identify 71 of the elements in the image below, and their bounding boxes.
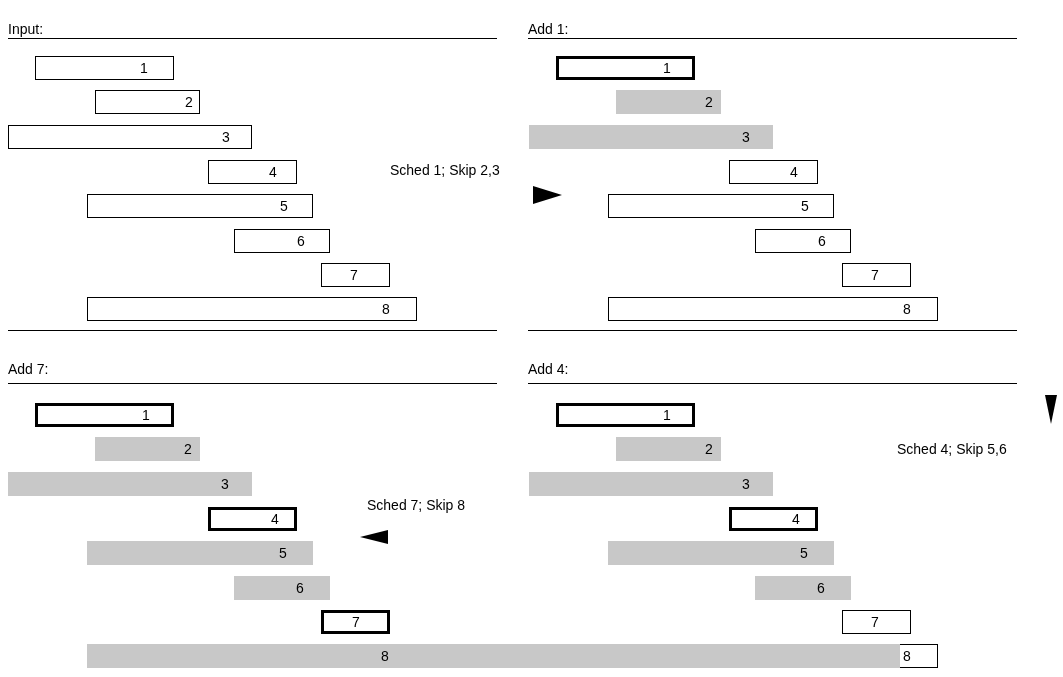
interval-number: 7	[871, 267, 879, 283]
interval-number: 7	[352, 614, 360, 630]
interval-number: 5	[279, 545, 287, 561]
interval-bar	[529, 125, 773, 149]
panel-heading: Add 1:	[528, 21, 569, 38]
interval-number: 7	[350, 267, 358, 283]
interval-bar	[729, 507, 818, 531]
interval-number: 2	[185, 94, 193, 110]
interval-number: 5	[800, 545, 808, 561]
interval-bar	[556, 56, 695, 80]
interval-number: 1	[140, 60, 148, 76]
interval-bar	[95, 90, 200, 114]
step-label: Sched 4; Skip 5,6	[897, 441, 1007, 458]
step-label: Sched 7; Skip 8	[367, 497, 466, 514]
interval-number: 2	[705, 441, 713, 457]
interval-number: 4	[792, 511, 800, 527]
interval-bar	[842, 610, 911, 634]
interval-bar	[35, 403, 174, 427]
interval-number: 6	[297, 233, 305, 249]
interval-number: 3	[221, 476, 229, 492]
panel-heading: Input:	[8, 21, 44, 38]
interval-bar	[234, 229, 330, 253]
interval-bar	[95, 437, 200, 461]
interval-bar	[35, 56, 174, 80]
interval-bar	[616, 90, 721, 114]
interval-number: 3	[742, 476, 750, 492]
interval-bar	[208, 160, 297, 184]
interval-number: 1	[663, 60, 671, 76]
panel-heading: Add 4:	[528, 361, 569, 378]
interval-bar	[900, 644, 938, 668]
interval-bar	[616, 437, 721, 461]
interval-number: 6	[818, 233, 826, 249]
interval-bar	[8, 472, 252, 496]
interval-bar	[608, 541, 834, 565]
interval-bar	[321, 263, 390, 287]
interval-number: 2	[705, 94, 713, 110]
interval-number: 6	[296, 580, 304, 596]
interval-number: 1	[663, 407, 671, 423]
interval-bar	[234, 576, 330, 600]
interval-number: 6	[817, 580, 825, 596]
interval-bar	[755, 576, 851, 600]
interval-number: 8	[903, 648, 911, 664]
interval-bar	[208, 507, 297, 531]
interval-bar	[729, 160, 818, 184]
interval-number: 8	[903, 301, 911, 317]
interval-bar	[529, 472, 773, 496]
interval-bar	[87, 297, 417, 321]
interval-number: 8	[381, 648, 389, 664]
interval-number: 2	[184, 441, 192, 457]
interval-number: 3	[742, 129, 750, 145]
interval-bar	[87, 541, 313, 565]
interval-number: 4	[269, 164, 277, 180]
interval-bar	[87, 644, 900, 668]
interval-bar	[608, 194, 834, 218]
interval-bar	[8, 125, 252, 149]
interval-bar	[87, 194, 313, 218]
panel-heading: Add 7:	[8, 361, 49, 378]
interval-number: 8	[382, 301, 390, 317]
interval-number: 5	[280, 198, 288, 214]
interval-number: 3	[222, 129, 230, 145]
interval-bar	[842, 263, 911, 287]
interval-number: 4	[790, 164, 798, 180]
interval-number: 5	[801, 198, 809, 214]
interval-bar	[321, 610, 390, 634]
step-label: Sched 1; Skip 2,3	[390, 162, 500, 179]
interval-bar	[556, 403, 695, 427]
interval-number: 7	[871, 614, 879, 630]
interval-bar	[755, 229, 851, 253]
interval-number: 1	[142, 407, 150, 423]
interval-bar	[608, 297, 938, 321]
interval-number: 4	[271, 511, 279, 527]
